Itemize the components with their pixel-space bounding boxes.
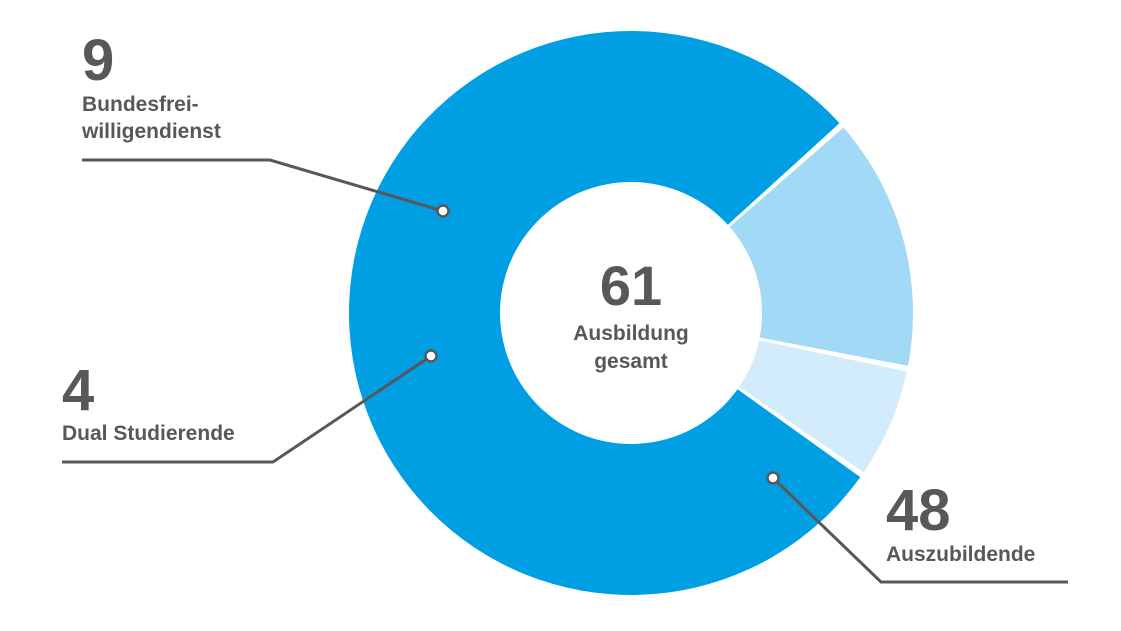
slice-label-line-2: willigendienst <box>82 120 221 143</box>
center-label-line-2: gesamt <box>594 350 668 373</box>
slice-value-dual-studierende: 4 <box>62 358 95 423</box>
slice-bundesfreiwilligendienst <box>729 127 913 366</box>
center-total-label: Ausbildung gesamt <box>531 320 731 376</box>
center-total-value: 61 <box>599 254 663 317</box>
center-label-line-1: Ausbildung <box>573 322 689 345</box>
slice-auszubildende <box>348 30 861 596</box>
leader-bundesfreiwilligendienst <box>82 158 450 218</box>
leader-dual-studierende-anchor <box>424 349 438 363</box>
leader-dual-studierende-line <box>62 354 432 464</box>
leader-bundesfreiwilligendienst-anchor <box>436 204 450 218</box>
slice-value-bundesfreiwilligendienst: 9 <box>82 28 115 93</box>
leader-lines <box>62 158 1068 584</box>
slice-label-bundesfreiwilligendienst: Bundesfrei- willigendienst <box>82 91 221 145</box>
leader-auszubildende-anchor <box>766 471 780 485</box>
slice-label-auszubildende: Auszubildende <box>886 543 1036 566</box>
slice-dual-studierende <box>739 340 907 473</box>
leader-auszubildende-line <box>771 476 1068 584</box>
leader-dual-studierende <box>62 349 438 464</box>
slice-label-line-1: Bundesfrei- <box>82 93 199 116</box>
donut-slices <box>348 30 913 596</box>
slice-label-dual-studierende: Dual Studierende <box>62 422 235 445</box>
leader-bundesfreiwilligendienst-line <box>82 158 444 213</box>
slice-value-auszubildende: 48 <box>886 478 951 543</box>
leader-auszubildende <box>766 471 1068 584</box>
